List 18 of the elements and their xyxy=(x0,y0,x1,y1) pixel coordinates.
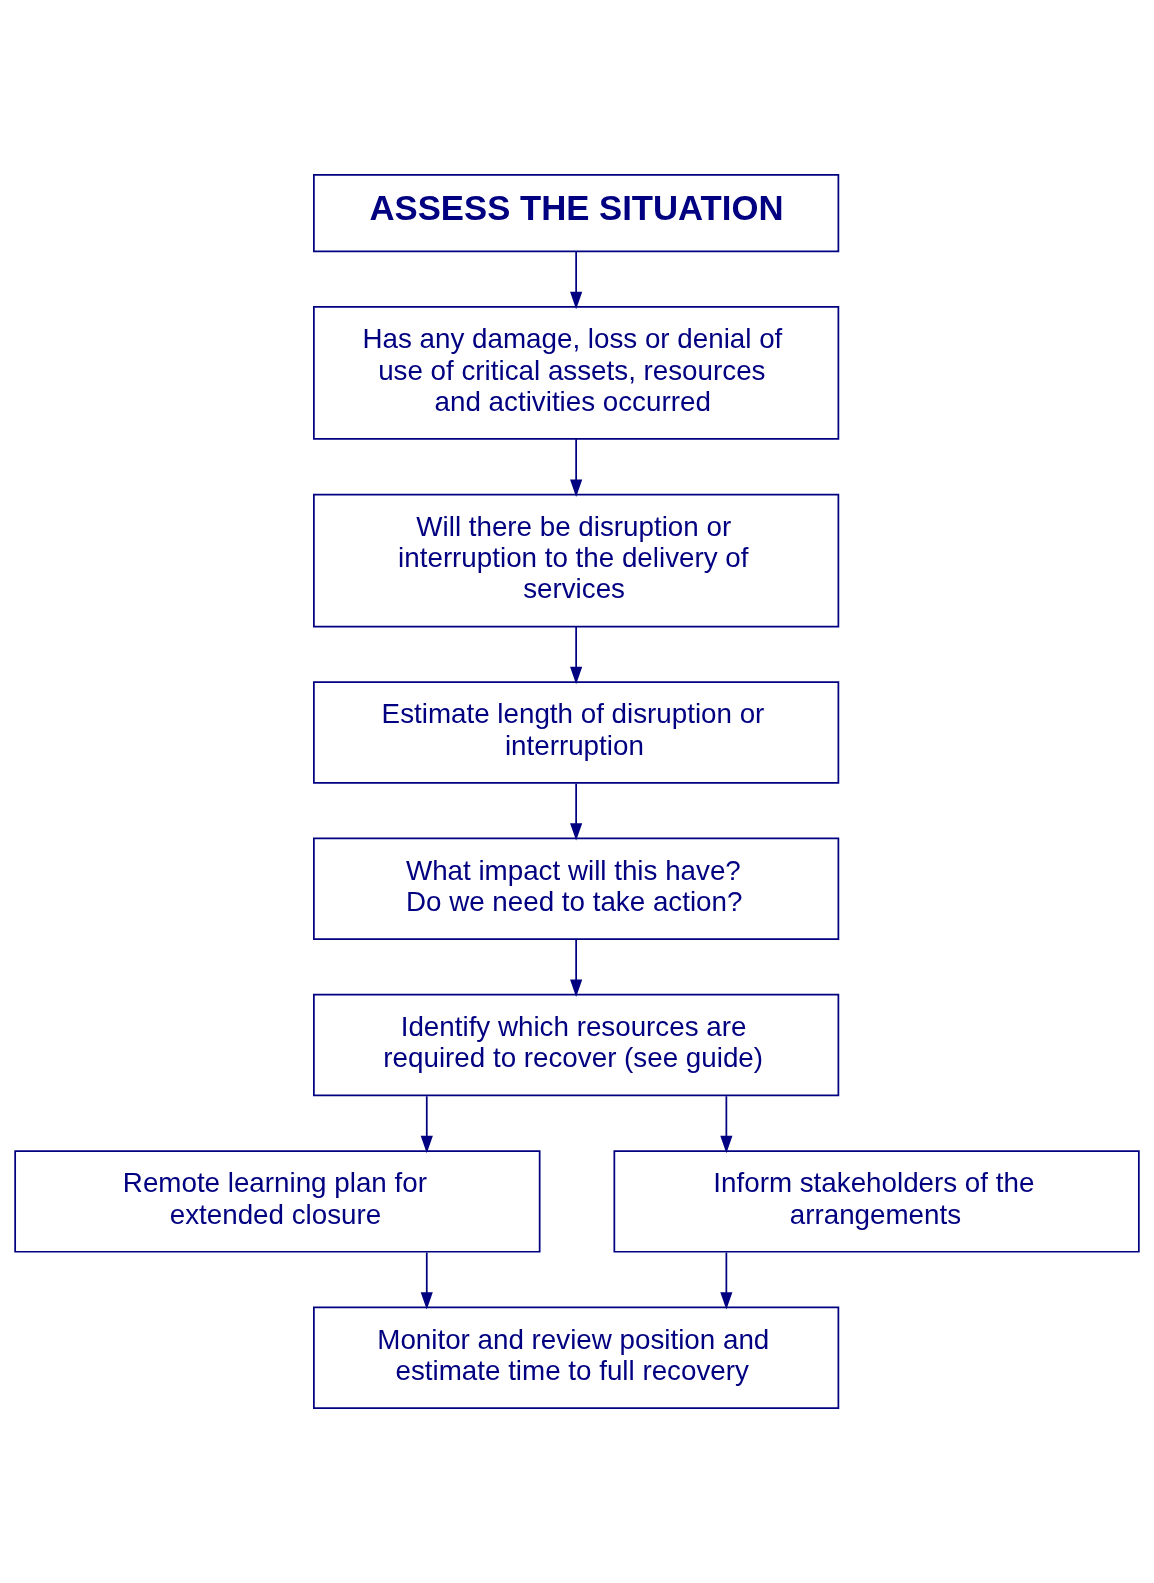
node-box: ASSESS THE SITUATION xyxy=(313,174,840,253)
arrow xyxy=(570,939,583,997)
arrow xyxy=(720,1251,733,1310)
arrow xyxy=(570,438,583,497)
arrow xyxy=(420,1251,433,1310)
node-box: What impact will this have? Do we need to take action? xyxy=(313,837,840,940)
node-box: Will there be disruption or interruption to the delivery of services xyxy=(313,493,840,628)
node-box: Monitor and review position and estimate time to full recovery xyxy=(313,1306,840,1409)
node-box: Remote learning plan for extended closure xyxy=(14,1150,541,1253)
node-box: Has any damage, loss or denial of use of critical assets, resources and activities occurred xyxy=(313,306,840,440)
node-box: Estimate length of disruption or interruption xyxy=(313,681,840,784)
arrow xyxy=(720,1095,733,1154)
node-box: Inform stakeholders of the arrangements xyxy=(613,1150,1140,1253)
arrow xyxy=(570,250,583,310)
arrow xyxy=(570,782,583,841)
arrow xyxy=(420,1095,433,1154)
arrow xyxy=(570,626,583,685)
node-box: Identify which resources are required to recover (see guide) xyxy=(313,993,840,1097)
